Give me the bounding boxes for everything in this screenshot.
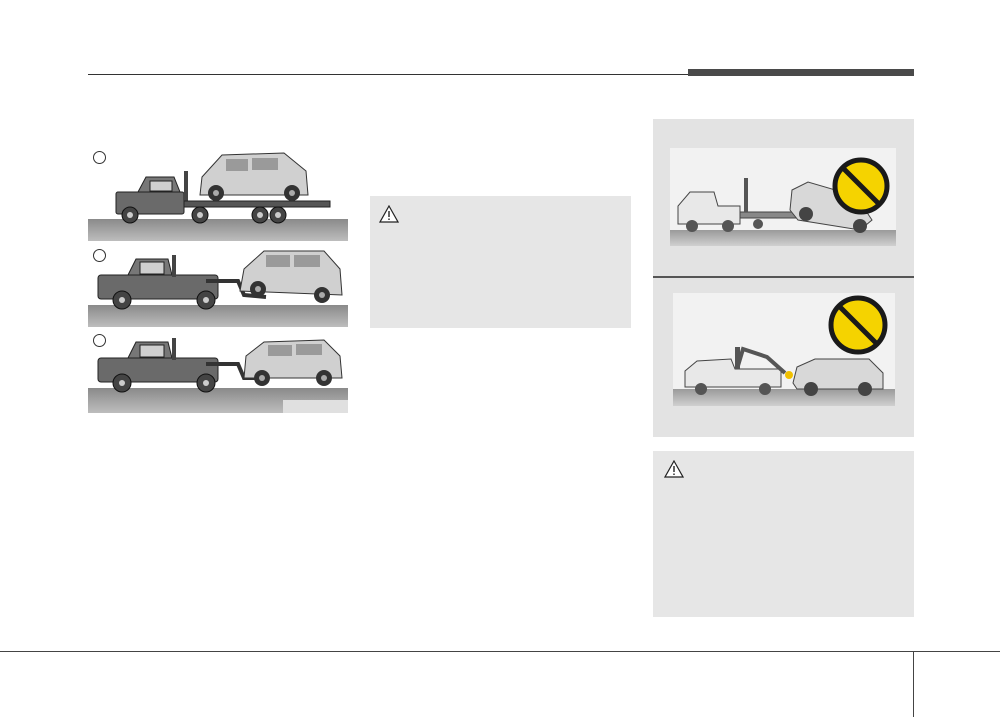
figure-dolly <box>88 330 348 413</box>
figure-divider <box>653 276 914 278</box>
footer-page-tick <box>913 651 914 717</box>
footer-rule <box>0 651 1000 652</box>
warning-triangle-icon <box>664 460 684 478</box>
figure-flatbed <box>88 147 348 241</box>
caution-box <box>653 451 914 617</box>
warning-triangle-icon <box>379 205 399 223</box>
figure-marker <box>93 334 106 347</box>
figure-marker <box>93 151 106 164</box>
figure-marker <box>93 249 106 262</box>
prohibited-figure-top <box>653 119 914 277</box>
header-section-tab <box>688 69 914 76</box>
caution-box <box>370 196 631 328</box>
prohibited-sign-icon <box>828 295 888 355</box>
prohibited-sign-icon <box>832 157 890 215</box>
prohibited-figure-bottom <box>653 278 914 437</box>
header-rule <box>88 74 914 75</box>
figure-wheel-lift <box>88 245 348 327</box>
